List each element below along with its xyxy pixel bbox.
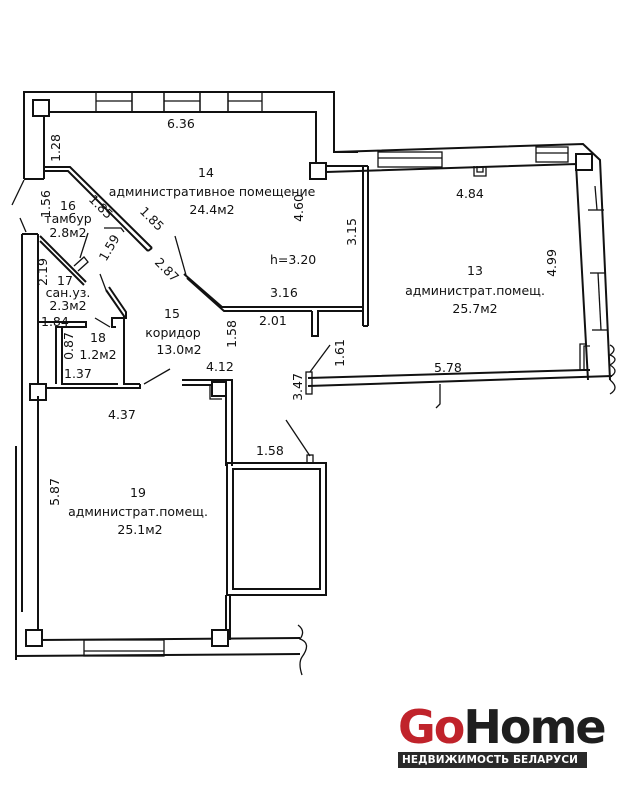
column [211, 629, 229, 647]
room-name: сан.уз. [46, 285, 91, 300]
dimension: 4.60 [291, 194, 306, 222]
logo-home: Home [463, 700, 606, 754]
dimension: 5.87 [47, 478, 62, 506]
room-15-label: 15 коридор 13.0м2 [145, 306, 201, 357]
room-number: 19 [130, 485, 146, 500]
room-area: 13.0м2 [156, 342, 201, 357]
logo-tagline: НЕДВИЖИМОСТЬ БЕЛАРУСИ [398, 752, 587, 768]
room-area: 2.3м2 [49, 298, 86, 313]
column [25, 629, 43, 647]
room-area: 2.8м2 [49, 225, 86, 240]
dimension: 4.37 [108, 407, 136, 422]
dimension: 3.15 [344, 218, 359, 246]
dimension: 5.78 [434, 360, 462, 375]
dimension: 2.01 [259, 313, 287, 328]
dimension: 4.99 [544, 249, 559, 277]
room-name: администрат.помещ. [68, 504, 208, 519]
dimension: 4.84 [456, 186, 484, 201]
walls-room-14-bottom [174, 235, 363, 337]
dimension: 1.59 [96, 232, 123, 264]
column [575, 153, 593, 171]
room-number: 16 [60, 198, 76, 213]
gohome-logo: GoHome НЕДВИЖИМОСТЬ БЕЛАРУСИ [398, 704, 607, 768]
shaft [226, 419, 327, 596]
room-16-label: 16 тамбур 2.8м2 [44, 198, 91, 240]
room-name: администрат.помещ. [405, 283, 545, 298]
dimension: 1.84 [41, 314, 69, 329]
room-17-label: 17 сан.уз. 2.3м2 [46, 273, 91, 313]
column [32, 99, 50, 117]
dimension: 1.58 [256, 443, 284, 458]
walls-room-19 [15, 379, 308, 676]
column [309, 162, 327, 180]
dimension: 4.12 [206, 359, 234, 374]
dimension: 1.56 [38, 190, 53, 218]
logo-wordmark: GoHome [398, 704, 607, 750]
dimension: 1.37 [64, 366, 92, 381]
room-13-label: 13 администрат.помещ. 25.7м2 [405, 263, 545, 316]
room-number: 14 [198, 165, 214, 180]
room-14-label: 14 административное помещение 24.4м2 [109, 165, 316, 217]
room-area: 25.1м2 [117, 522, 162, 537]
dimension: 1.85 [137, 204, 167, 234]
dimension: 3.16 [270, 285, 298, 300]
room-name: коридор [145, 325, 201, 340]
room-number: 15 [164, 306, 180, 321]
walls-room-14 [23, 91, 358, 180]
dimension: 1.28 [48, 134, 63, 162]
dimension: 0.87 [61, 332, 76, 360]
room-area: 1.2м2 [79, 347, 116, 362]
room-number: 17 [57, 273, 73, 288]
column [211, 381, 227, 397]
walls-left-block [11, 179, 171, 612]
dimension: 6.36 [167, 116, 195, 131]
room-19-label: 19 администрат.помещ. 25.1м2 [68, 485, 208, 537]
dimension-labels: 6.36 1.28 4.60 1.85 1.85 2.87 3.16 4.84 … [35, 116, 559, 506]
room-area: 24.4м2 [189, 202, 234, 217]
partition-14-13 [362, 166, 369, 327]
partition-diagonal [44, 166, 153, 252]
dimension: 1.61 [332, 339, 347, 367]
dimension: 1.58 [224, 320, 239, 348]
dimension: 2.19 [35, 258, 50, 286]
dimension: 2.87 [152, 255, 182, 285]
room-number: 18 [90, 330, 106, 345]
room-18-label: 18 1.2м2 [79, 330, 116, 362]
dimension: 3.47 [290, 373, 305, 401]
room-area: 25.7м2 [452, 301, 497, 316]
room-number: 13 [467, 263, 483, 278]
room-name: административное помещение [109, 184, 316, 199]
logo-go: Go [398, 700, 465, 754]
ceiling-height: h=3.20 [270, 252, 316, 267]
room-name: тамбур [44, 211, 91, 226]
